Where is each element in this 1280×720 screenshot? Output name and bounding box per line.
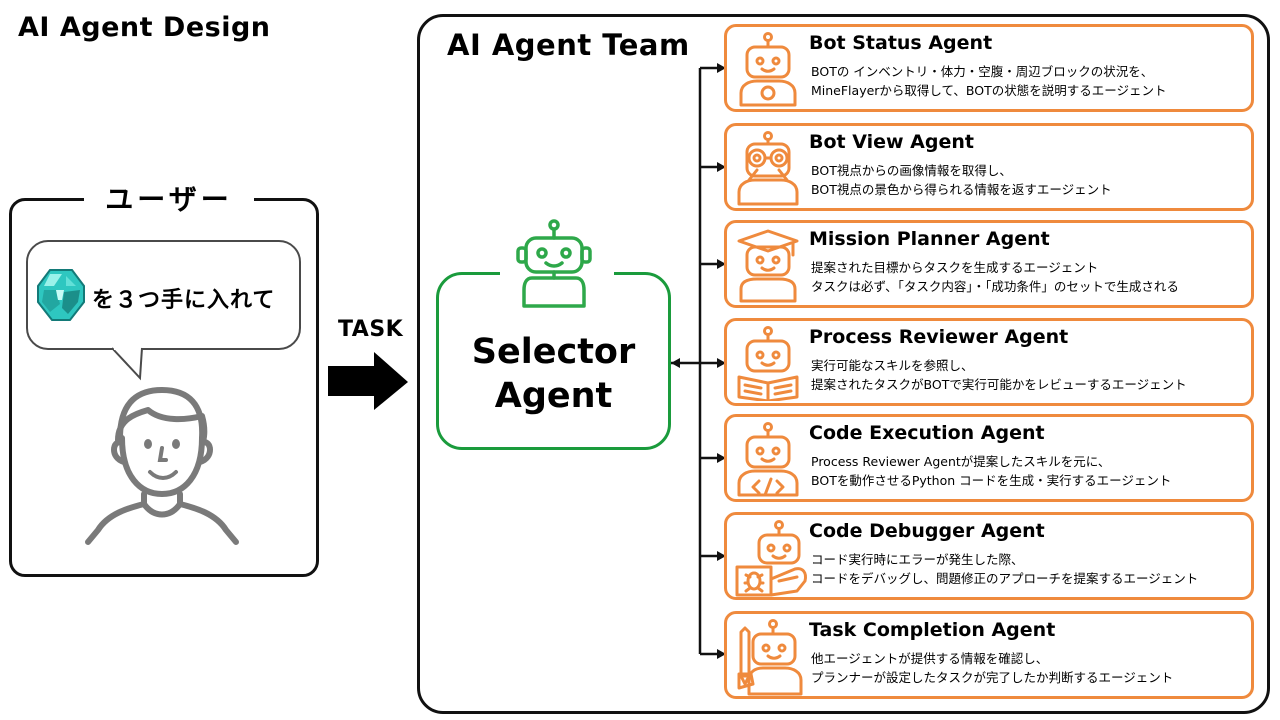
robot-status-icon [739, 32, 797, 107]
agent-description: BOT視点からの画像情報を取得し、 BOT視点の景色から得られる情報を返すエージ… [811, 163, 1112, 197]
agent-team-title: AI Agent Team [447, 28, 690, 62]
agent-team-panel [417, 14, 1270, 714]
agent-card-process-reviewer: Process Reviewer Agent 実行可能なスキルを参照し、 提案さ… [724, 318, 1254, 406]
diamond-icon [37, 269, 85, 321]
robot-graduate-icon [737, 229, 799, 303]
agent-name: Process Reviewer Agent [809, 326, 1069, 348]
agent-card-task-completion: Task Completion Agent 他エージェントが提供する情報を確認し… [724, 611, 1254, 699]
agent-name: Task Completion Agent [809, 619, 1056, 641]
speech-bubble [26, 240, 301, 350]
agent-description: 提案された目標からタスクを生成するエージェント タスクは必ず、「タスク内容」・「… [811, 260, 1179, 294]
agent-name: Bot View Agent [809, 131, 974, 153]
robot-reading-icon [737, 326, 799, 401]
agent-description: 他エージェントが提供する情報を確認し、 プランナーが設定したタスクが完了したか判… [811, 651, 1174, 685]
robot-pencil-icon [737, 619, 803, 696]
task-label: TASK [338, 317, 404, 342]
robot-code-icon [737, 422, 799, 497]
robot-bug-icon [735, 520, 807, 597]
agent-card-bot-view: Bot View Agent BOT視点からの画像情報を取得し、 BOT視点の景… [724, 123, 1254, 211]
agent-card-bot-status: Bot Status Agent BOTの インベントリ・体力・空腹・周辺ブロッ… [724, 24, 1254, 112]
agent-description: Process Reviewer Agentが提案したスキルを元に、 BOTを動… [811, 454, 1172, 488]
agent-card-code-debugger: Code Debugger Agent コード実行時にエラーが発生した際、 コー… [724, 512, 1254, 600]
selector-agent-label-line1: Selector [471, 332, 636, 372]
selector-agent-label-line2: Agent [494, 376, 613, 416]
user-request-text: を３つ手に入れて [92, 288, 276, 313]
agent-name: Code Debugger Agent [809, 520, 1045, 542]
agent-name: Code Execution Agent [809, 422, 1045, 444]
agent-card-code-execution: Code Execution Agent Process Reviewer Ag… [724, 414, 1254, 502]
agent-name: Mission Planner Agent [809, 228, 1050, 250]
agent-description: コード実行時にエラーが発生した際、 コードをデバッグし、問題修正のアプローチを提… [811, 552, 1199, 586]
agent-card-mission-planner: Mission Planner Agent 提案された目標からタスクを生成するエ… [724, 220, 1254, 308]
robot-binoculars-icon [737, 131, 799, 206]
person-icon [85, 387, 239, 545]
task-arrow-icon [328, 352, 408, 410]
agent-description: 実行可能なスキルを参照し、 提案されたタスクがBOTで実行可能かをレビューするエ… [811, 358, 1187, 392]
agent-description: BOTの インベントリ・体力・空腹・周辺ブロックの状況を、 MineFlayer… [811, 64, 1167, 98]
page-title: AI Agent Design [18, 12, 271, 43]
robot-icon [516, 219, 592, 308]
user-panel-title: ユーザー [84, 180, 254, 220]
selector-agent-label: Selector Agent [438, 330, 669, 418]
agent-name: Bot Status Agent [809, 32, 993, 54]
